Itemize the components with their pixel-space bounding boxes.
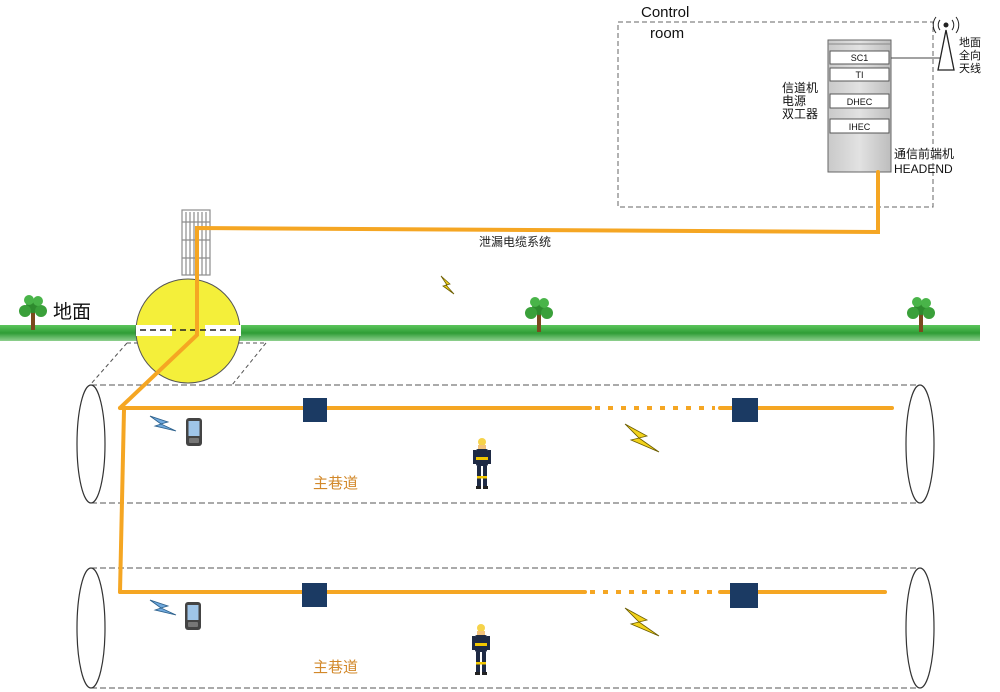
module-ihec-label: IHEC	[849, 122, 871, 132]
antenna-label-2: 全向	[959, 48, 981, 62]
control-room-title-2: room	[650, 25, 684, 42]
antenna-label-1: 地面	[959, 36, 981, 49]
signal-bolt-icon	[624, 607, 660, 637]
miner-icon	[473, 438, 491, 489]
signal-bolt-icon	[624, 423, 660, 453]
antenna-label-3: 天线	[959, 61, 981, 75]
amplifier	[732, 398, 758, 422]
amplifier	[302, 583, 327, 607]
duplexer-label-1: 信道机	[782, 81, 818, 95]
signal-bolt-icon	[149, 415, 177, 432]
tunnel-2-label: 主巷道	[313, 658, 358, 676]
shaft-entrance	[89, 278, 267, 386]
module-dhec	[829, 93, 890, 109]
module-ti	[829, 67, 890, 82]
tunnel-1-label: 主巷道	[313, 474, 358, 492]
handset-icon	[185, 602, 201, 630]
antenna-icon	[932, 16, 960, 71]
module-ihec	[829, 118, 890, 134]
ground-label: 地面	[53, 301, 91, 323]
tunnel-1	[76, 384, 935, 504]
control-room-title: Control	[641, 4, 689, 21]
module-sc1	[829, 50, 890, 65]
tree-icon	[19, 295, 47, 330]
headend-label-cn: 通信前端机	[894, 146, 954, 161]
leaky-cable-dotted	[590, 406, 715, 594]
miner-icon	[472, 624, 490, 675]
duplexer-label-2: 电源	[782, 94, 806, 108]
signal-bolt-icon	[440, 275, 455, 295]
tunnel-2	[76, 567, 935, 689]
signal-bolt-icon	[149, 599, 177, 616]
headend-modules: SC1 TI DHEC IHEC	[829, 50, 890, 134]
ground-strip	[0, 325, 980, 341]
amplifier	[303, 398, 327, 422]
module-ti-label: TI	[856, 70, 864, 80]
control-room-box	[617, 21, 934, 208]
headend-label-en: HEADEND	[894, 162, 953, 176]
handset-icon	[186, 418, 202, 446]
leaky-cable	[118, 170, 894, 594]
amplifier	[730, 583, 758, 608]
module-sc1-label: SC1	[851, 53, 869, 63]
module-dhec-label: DHEC	[847, 97, 873, 107]
duplexer-label-3: 双工器	[782, 107, 818, 121]
cable-label: 泄漏电缆系统	[479, 235, 551, 249]
